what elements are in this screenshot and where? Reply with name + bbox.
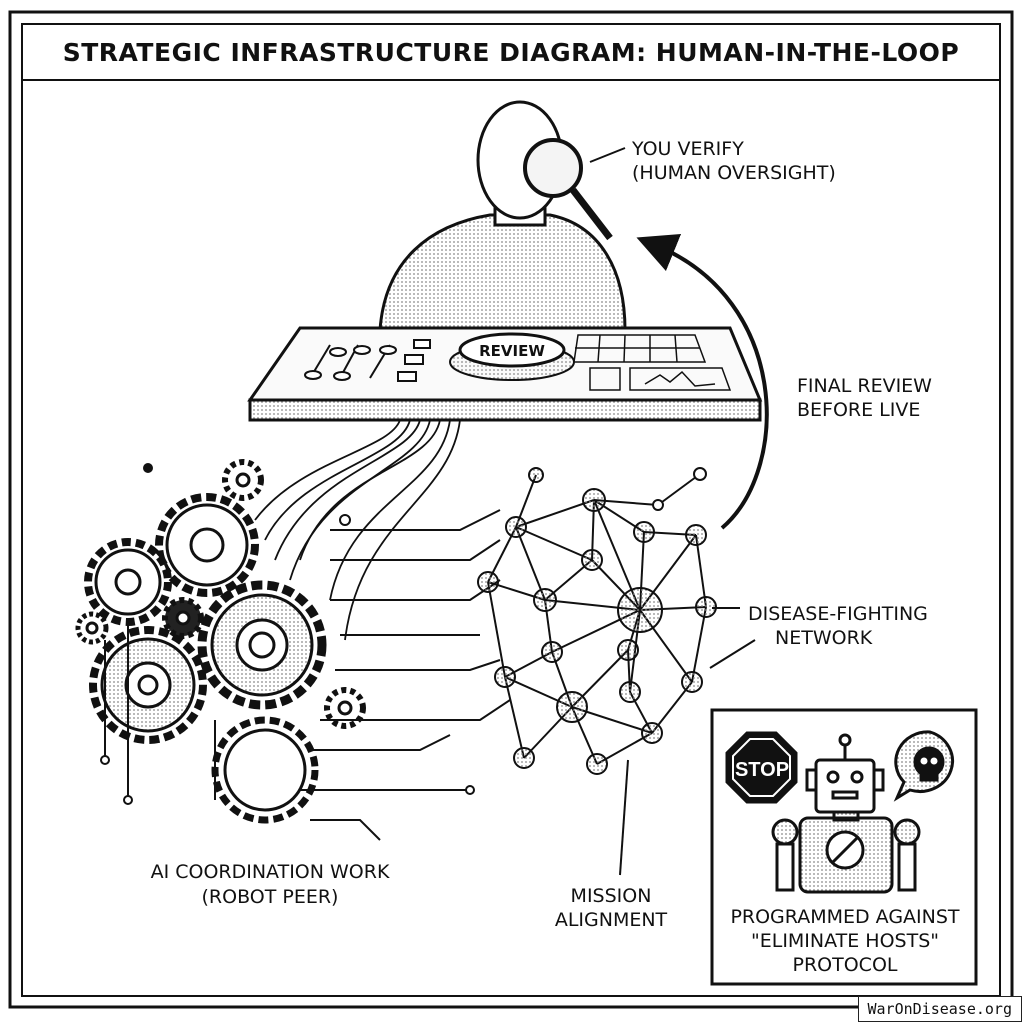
magnifying-glass-icon xyxy=(523,138,613,241)
network-link xyxy=(657,473,701,506)
network-node xyxy=(586,753,608,775)
label-human-oversight: (HUMAN OVERSIGHT) xyxy=(632,162,836,184)
label-before-live: BEFORE LIVE xyxy=(797,399,920,421)
disease-fighting-network xyxy=(477,467,717,775)
network-node xyxy=(693,467,707,481)
label-final-review: FINAL REVIEW xyxy=(797,375,932,397)
network-node xyxy=(556,691,588,723)
network-node xyxy=(541,641,563,663)
diagram-title: STRATEGIC INFRASTRUCTURE DIAGRAM: HUMAN-… xyxy=(63,38,960,67)
network-link xyxy=(487,581,506,678)
review-button-label: REVIEW xyxy=(479,342,545,360)
network-node xyxy=(581,549,603,571)
gear-cluster xyxy=(75,459,366,824)
network-node xyxy=(681,671,703,693)
leader-line xyxy=(619,759,629,876)
label-eliminate-hosts: "ELIMINATE HOSTS" xyxy=(751,930,939,952)
label-ai-coordination: AI COORDINATION WORK xyxy=(151,861,390,883)
label-disease-fighting: DISEASE-FIGHTING xyxy=(748,603,928,625)
leader-line xyxy=(589,147,626,163)
label-programmed-against: PROGRAMMED AGAINST xyxy=(730,906,959,928)
network-link xyxy=(504,676,525,759)
robot-icon xyxy=(771,733,921,894)
network-node xyxy=(528,467,544,483)
label-robot-peer: (ROBOT PEER) xyxy=(202,886,339,908)
network-node xyxy=(633,521,655,543)
network-node xyxy=(652,499,664,511)
network-link xyxy=(515,499,595,528)
skull-speech-bubble-icon xyxy=(893,730,954,802)
safety-protocol-panel: STOP PROGRAMMED AGAINST "ELIMINATE HOSTS… xyxy=(710,708,978,986)
review-button[interactable]: REVIEW xyxy=(449,332,575,381)
network-node xyxy=(685,524,707,546)
stop-sign-icon: STOP xyxy=(725,731,798,804)
network-node xyxy=(494,666,516,688)
control-console xyxy=(247,326,763,422)
label-alignment: ALIGNMENT xyxy=(555,909,668,931)
network-node xyxy=(617,639,639,661)
label-you-verify: YOU VERIFY xyxy=(631,138,744,160)
stop-sign-label: STOP xyxy=(735,759,789,781)
network-node xyxy=(533,588,557,612)
network-node xyxy=(582,488,606,512)
label-mission: MISSION xyxy=(571,885,652,907)
network-node xyxy=(477,571,499,593)
network-node xyxy=(641,722,663,744)
network-node xyxy=(513,747,535,769)
network-link xyxy=(515,526,546,601)
outer-frame xyxy=(8,10,1014,1009)
network-node xyxy=(505,516,527,538)
feedback-arrow xyxy=(636,234,769,530)
network-link xyxy=(691,606,707,683)
leader-line xyxy=(709,639,756,669)
cable-bundle xyxy=(254,419,461,641)
network-link xyxy=(695,534,707,608)
label-network: NETWORK xyxy=(775,627,873,649)
network-node xyxy=(617,587,663,633)
label-protocol: PROTOCOL xyxy=(793,954,898,976)
watermark: WarOnDisease.org xyxy=(857,996,1022,1022)
network-link xyxy=(515,526,593,561)
network-node xyxy=(619,681,641,703)
human-figure xyxy=(378,100,627,332)
title-box xyxy=(21,23,1001,81)
